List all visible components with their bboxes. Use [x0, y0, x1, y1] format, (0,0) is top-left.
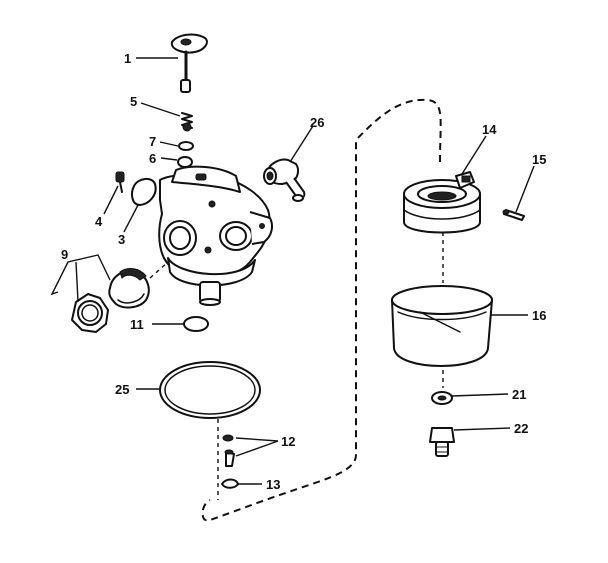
- callout-26: 26: [310, 115, 324, 130]
- part-11-gasket: [183, 316, 209, 332]
- part-26-fuel-elbow: [263, 158, 306, 202]
- assembly-dashed-path: [201, 98, 442, 522]
- callout-7: 7: [149, 134, 156, 149]
- part-9-primer-bulb: [108, 268, 150, 309]
- part-15-hinge-pin: [502, 209, 525, 221]
- callout-9: 9: [61, 247, 68, 262]
- callout-13: 13: [266, 477, 280, 492]
- callout-15: 15: [532, 152, 546, 167]
- callout-25: 25: [115, 382, 129, 397]
- part-13-clip: [221, 478, 239, 489]
- callout-3: 3: [118, 232, 125, 247]
- callout-14: 14: [482, 122, 497, 137]
- part-21-washer: [431, 391, 453, 405]
- part-5-spring: [181, 112, 193, 132]
- part-14-float: [403, 171, 481, 234]
- callout-6: 6: [149, 151, 156, 166]
- part-6-o-ring: [177, 156, 193, 168]
- callout-12: 12: [281, 434, 295, 449]
- callout-1: 1: [124, 51, 131, 66]
- callout-5: 5: [130, 94, 137, 109]
- part-7-o-ring: [178, 141, 194, 151]
- callout-4: 4: [95, 214, 103, 229]
- part-22-bowl-bolt: [429, 427, 455, 457]
- part-12-pins: [222, 434, 235, 467]
- part-16-float-bowl: [391, 285, 493, 367]
- part-9-retainer: [71, 293, 109, 333]
- part-1-needle-valve: [170, 33, 208, 93]
- callout-22: 22: [514, 421, 528, 436]
- primer-dashed-line: [149, 261, 169, 279]
- callout-21: 21: [512, 387, 526, 402]
- leader-lines: [50, 57, 535, 485]
- part-3-washer: [131, 178, 157, 206]
- callout-16: 16: [532, 308, 546, 323]
- carburetor-body: [158, 165, 273, 306]
- part-4-screw: [115, 171, 125, 193]
- part-25-bowl-gasket: [159, 361, 261, 419]
- callout-11: 11: [130, 317, 144, 332]
